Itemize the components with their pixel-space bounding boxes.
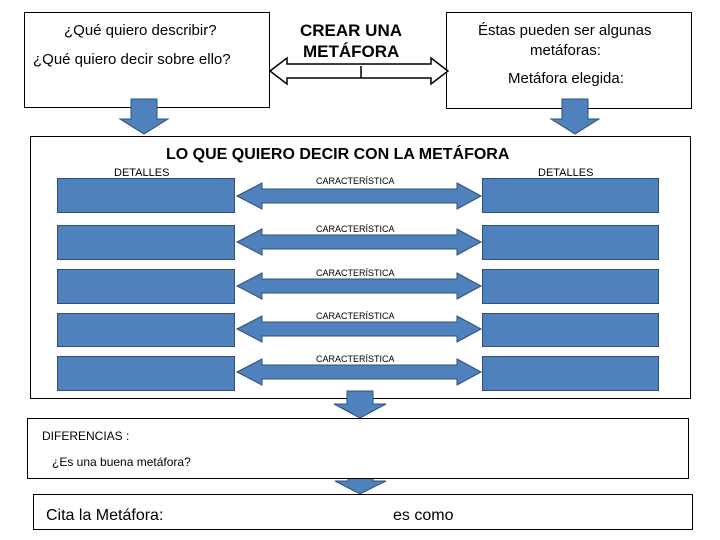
top-double-arrow — [268, 56, 450, 86]
left-detail-box — [57, 313, 235, 347]
describe-box — [24, 12, 270, 108]
metaphors-box — [446, 12, 692, 109]
characteristic-arrow — [235, 272, 483, 300]
chosen-metaphor-label: Metáfora elegida: — [508, 70, 624, 87]
down-arrow-differences — [333, 390, 387, 419]
cite-label: Cita la Metáfora: — [46, 507, 164, 524]
characteristic-arrow — [235, 228, 483, 256]
down-arrow-right — [549, 98, 601, 135]
metaphors-line-1: Éstas pueden ser algunas — [478, 22, 652, 39]
meaning-question: ¿Qué quiero decir sobre ello? — [33, 51, 231, 68]
right-detail-box — [482, 356, 659, 391]
characteristic-arrow — [235, 315, 483, 343]
left-detail-box — [57, 178, 235, 213]
left-details-header: DETALLES — [114, 167, 170, 179]
right-detail-box — [482, 313, 659, 347]
differences-box — [27, 418, 689, 479]
left-detail-box — [57, 356, 235, 391]
characteristic-label: CARACTERÍSTICA — [316, 224, 395, 234]
meaning-title: LO QUE QUIERO DECIR CON LA METÁFORA — [166, 146, 510, 163]
cite-box — [33, 494, 693, 530]
right-detail-box — [482, 269, 659, 304]
right-detail-box — [482, 178, 659, 213]
title-line-1: CREAR UNA — [300, 21, 402, 40]
good-metaphor-question: ¿Es una buena metáfora? — [52, 455, 191, 469]
characteristic-label: CARACTERÍSTICA — [316, 268, 395, 278]
characteristic-arrow — [235, 358, 483, 386]
right-details-header: DETALLES — [538, 167, 594, 179]
differences-label: DIFERENCIAS : — [42, 429, 130, 443]
left-detail-box — [57, 225, 235, 260]
describe-question: ¿Qué quiero describir? — [64, 22, 217, 39]
title-line-2: METÁFORA — [303, 42, 400, 61]
characteristic-arrow — [235, 182, 483, 210]
cite-connector: es como — [393, 507, 454, 524]
characteristic-label: CARACTERÍSTICA — [316, 311, 395, 321]
metaphors-line-2: metáforas: — [530, 42, 601, 59]
characteristic-label: CARACTERÍSTICA — [316, 354, 395, 364]
down-arrow-left — [118, 98, 170, 135]
right-detail-box — [482, 225, 659, 260]
left-detail-box — [57, 269, 235, 304]
characteristic-label: CARACTERÍSTICA — [316, 176, 395, 186]
